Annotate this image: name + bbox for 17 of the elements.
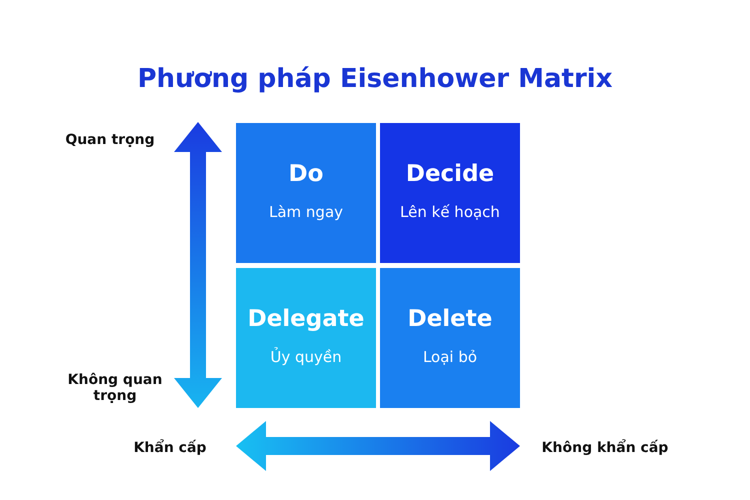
quadrant-box (380, 123, 520, 263)
quadrant-box (236, 268, 376, 408)
quadrant-subtitle: Làm ngay (268, 203, 344, 221)
quadrant-title: Delegate (246, 306, 366, 332)
quadrant-box (236, 123, 376, 263)
axis-label: Quan trọng (64, 132, 156, 148)
title: Phương pháp Eisenhower Matrix (136, 64, 614, 94)
quadrant-title: Do (288, 161, 324, 187)
quadrant-box (380, 268, 520, 408)
quadrant-title: Delete (406, 306, 494, 332)
quadrant-subtitle: Lên kế hoạch (399, 203, 501, 221)
quadrant-title: Decide (404, 161, 496, 187)
quadrant-subtitle: Loại bỏ (422, 348, 478, 366)
axis-label: Khẩn cấp (132, 440, 208, 456)
quadrant-subtitle: Ủy quyền (269, 348, 343, 366)
axis-label: Không khẩn cấp (540, 440, 670, 456)
axis-label: Không quan trọng (66, 372, 164, 404)
